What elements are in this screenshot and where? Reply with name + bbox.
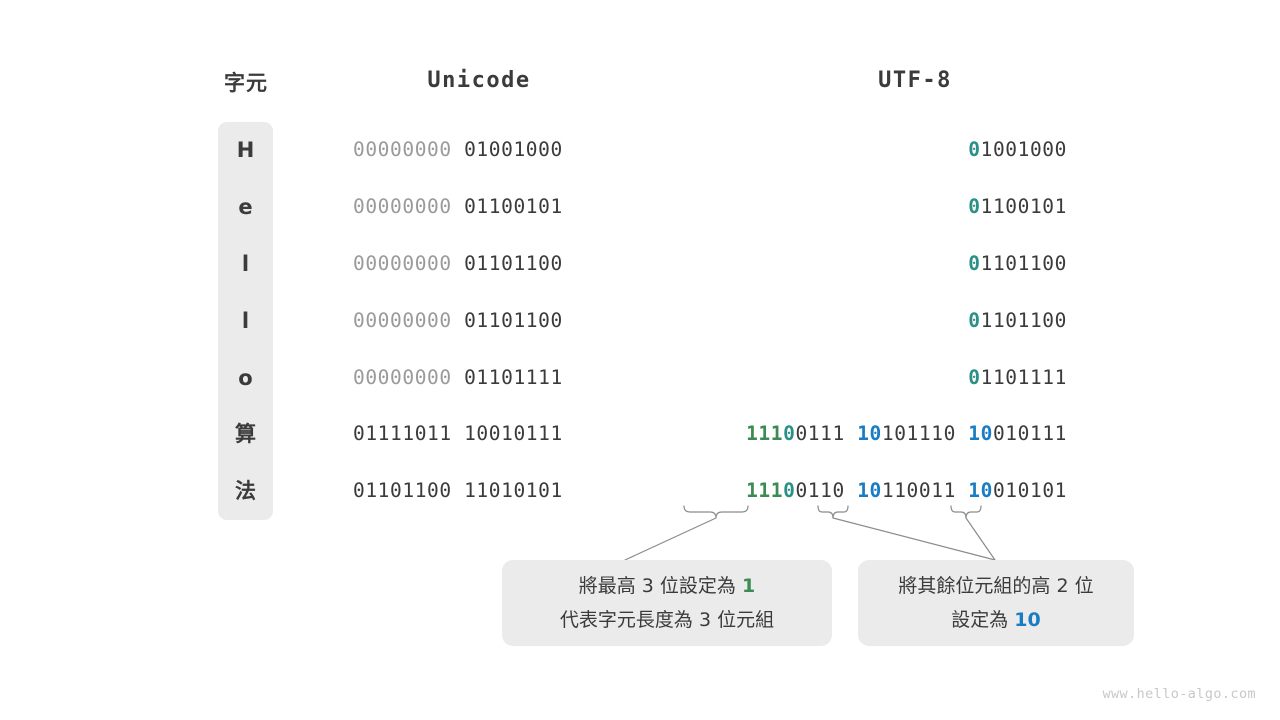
unicode-low-byte: 01101111 [464, 366, 563, 389]
unicode-high-byte: 00000000 [353, 366, 452, 389]
utf8-payload: 010101 [992, 479, 1067, 502]
column-header-character: 字元 [224, 71, 268, 95]
note-text: 設定為 [951, 609, 1015, 631]
column-header-utf8: UTF-8 [878, 68, 952, 93]
unicode-low-byte: 01101100 [464, 309, 563, 332]
unicode-high-byte: 00000000 [353, 309, 452, 332]
unicode-high-byte: 00000000 [353, 138, 452, 161]
character-cell: e [238, 195, 253, 219]
utf8-ascii-marker: 0 [968, 195, 981, 218]
character-cell: l [241, 309, 250, 333]
utf8-payload: 0111 [795, 422, 845, 445]
brace-continuation-2 [817, 505, 849, 519]
unicode-value: 00000000 01100101 [353, 194, 563, 220]
unicode-low-byte: 01101100 [464, 252, 563, 275]
utf8-payload: 1101100 [980, 252, 1067, 275]
unicode-value: 00000000 01101111 [353, 365, 563, 391]
unicode-low-byte: 10010111 [464, 422, 563, 445]
utf8-value: 01101111 [353, 365, 1067, 391]
unicode-value: 00000000 01101100 [353, 251, 563, 277]
utf8-payload: 010111 [992, 422, 1067, 445]
utf8-value: 01101100 [353, 251, 1067, 277]
character-cell: 算 [235, 422, 256, 446]
character-column-panel [218, 122, 273, 520]
note-highlight-value: 1 [741, 575, 756, 597]
column-header-unicode: Unicode [427, 68, 531, 93]
utf8-continuation-marker: 10 [857, 422, 882, 445]
utf8-value: 01001000 [353, 137, 1067, 163]
utf8-ascii-marker: 0 [968, 138, 981, 161]
utf8-length-terminator: 0 [783, 422, 796, 445]
unicode-value: 00000000 01101100 [353, 308, 563, 334]
utf8-continuation-marker: 10 [968, 479, 993, 502]
utf8-ascii-marker: 0 [968, 309, 981, 332]
utf8-ascii-marker: 0 [968, 366, 981, 389]
utf8-ascii-marker: 0 [968, 252, 981, 275]
utf8-length-marker: 111 [746, 479, 784, 502]
unicode-value: 01101100 11010101 [353, 478, 563, 504]
utf8-payload: 1101100 [980, 309, 1067, 332]
note-line: 將最高 3 位設定為 1 [579, 569, 755, 603]
utf8-payload: 1100101 [980, 195, 1067, 218]
utf8-value: 11100111 10101110 10010111 [353, 421, 1067, 447]
unicode-high-byte: 01101100 [353, 479, 452, 502]
leader-line-length-marker [624, 517, 717, 561]
note-line: 設定為 10 [951, 603, 1041, 637]
unicode-value: 01111011 10010111 [353, 421, 563, 447]
leader-line-continuation-2 [832, 517, 996, 561]
note-line: 將其餘位元組的高 2 位 [898, 575, 1094, 597]
utf8-payload: 0110 [795, 479, 845, 502]
note-line: 代表字元長度為 3 位元組 [559, 609, 775, 631]
unicode-value: 00000000 01001000 [353, 137, 563, 163]
character-cell: 法 [235, 479, 256, 503]
utf8-payload: 101110 [881, 422, 956, 445]
unicode-low-byte: 11010101 [464, 479, 563, 502]
annotation-note-length-marker: 將最高 3 位設定為 1 代表字元長度為 3 位元組 [502, 560, 832, 646]
utf8-value: 01100101 [353, 194, 1067, 220]
note-highlight-value: 10 [1014, 609, 1041, 631]
character-cell: l [241, 252, 250, 276]
utf8-length-terminator: 0 [783, 479, 796, 502]
unicode-low-byte: 01001000 [464, 138, 563, 161]
unicode-high-byte: 00000000 [353, 195, 452, 218]
annotation-note-continuation-marker: 將其餘位元組的高 2 位 設定為 10 [858, 560, 1134, 646]
utf8-payload: 1101111 [980, 366, 1067, 389]
utf8-payload: 110011 [881, 479, 956, 502]
brace-continuation-3 [950, 505, 982, 519]
character-cell: H [236, 138, 255, 162]
watermark: www.hello-algo.com [1102, 686, 1256, 702]
utf8-continuation-marker: 10 [968, 422, 993, 445]
utf8-value: 01101100 [353, 308, 1067, 334]
unicode-low-byte: 01100101 [464, 195, 563, 218]
utf8-payload: 1001000 [980, 138, 1067, 161]
leader-line-continuation-3 [965, 517, 996, 561]
utf8-length-marker: 111 [746, 422, 784, 445]
note-text: 將最高 3 位設定為 [578, 575, 742, 597]
utf8-value: 11100110 10110011 10010101 [353, 478, 1067, 504]
character-cell: o [238, 366, 253, 390]
unicode-high-byte: 01111011 [353, 422, 452, 445]
utf8-continuation-marker: 10 [857, 479, 882, 502]
brace-length-marker [683, 505, 749, 519]
unicode-high-byte: 00000000 [353, 252, 452, 275]
